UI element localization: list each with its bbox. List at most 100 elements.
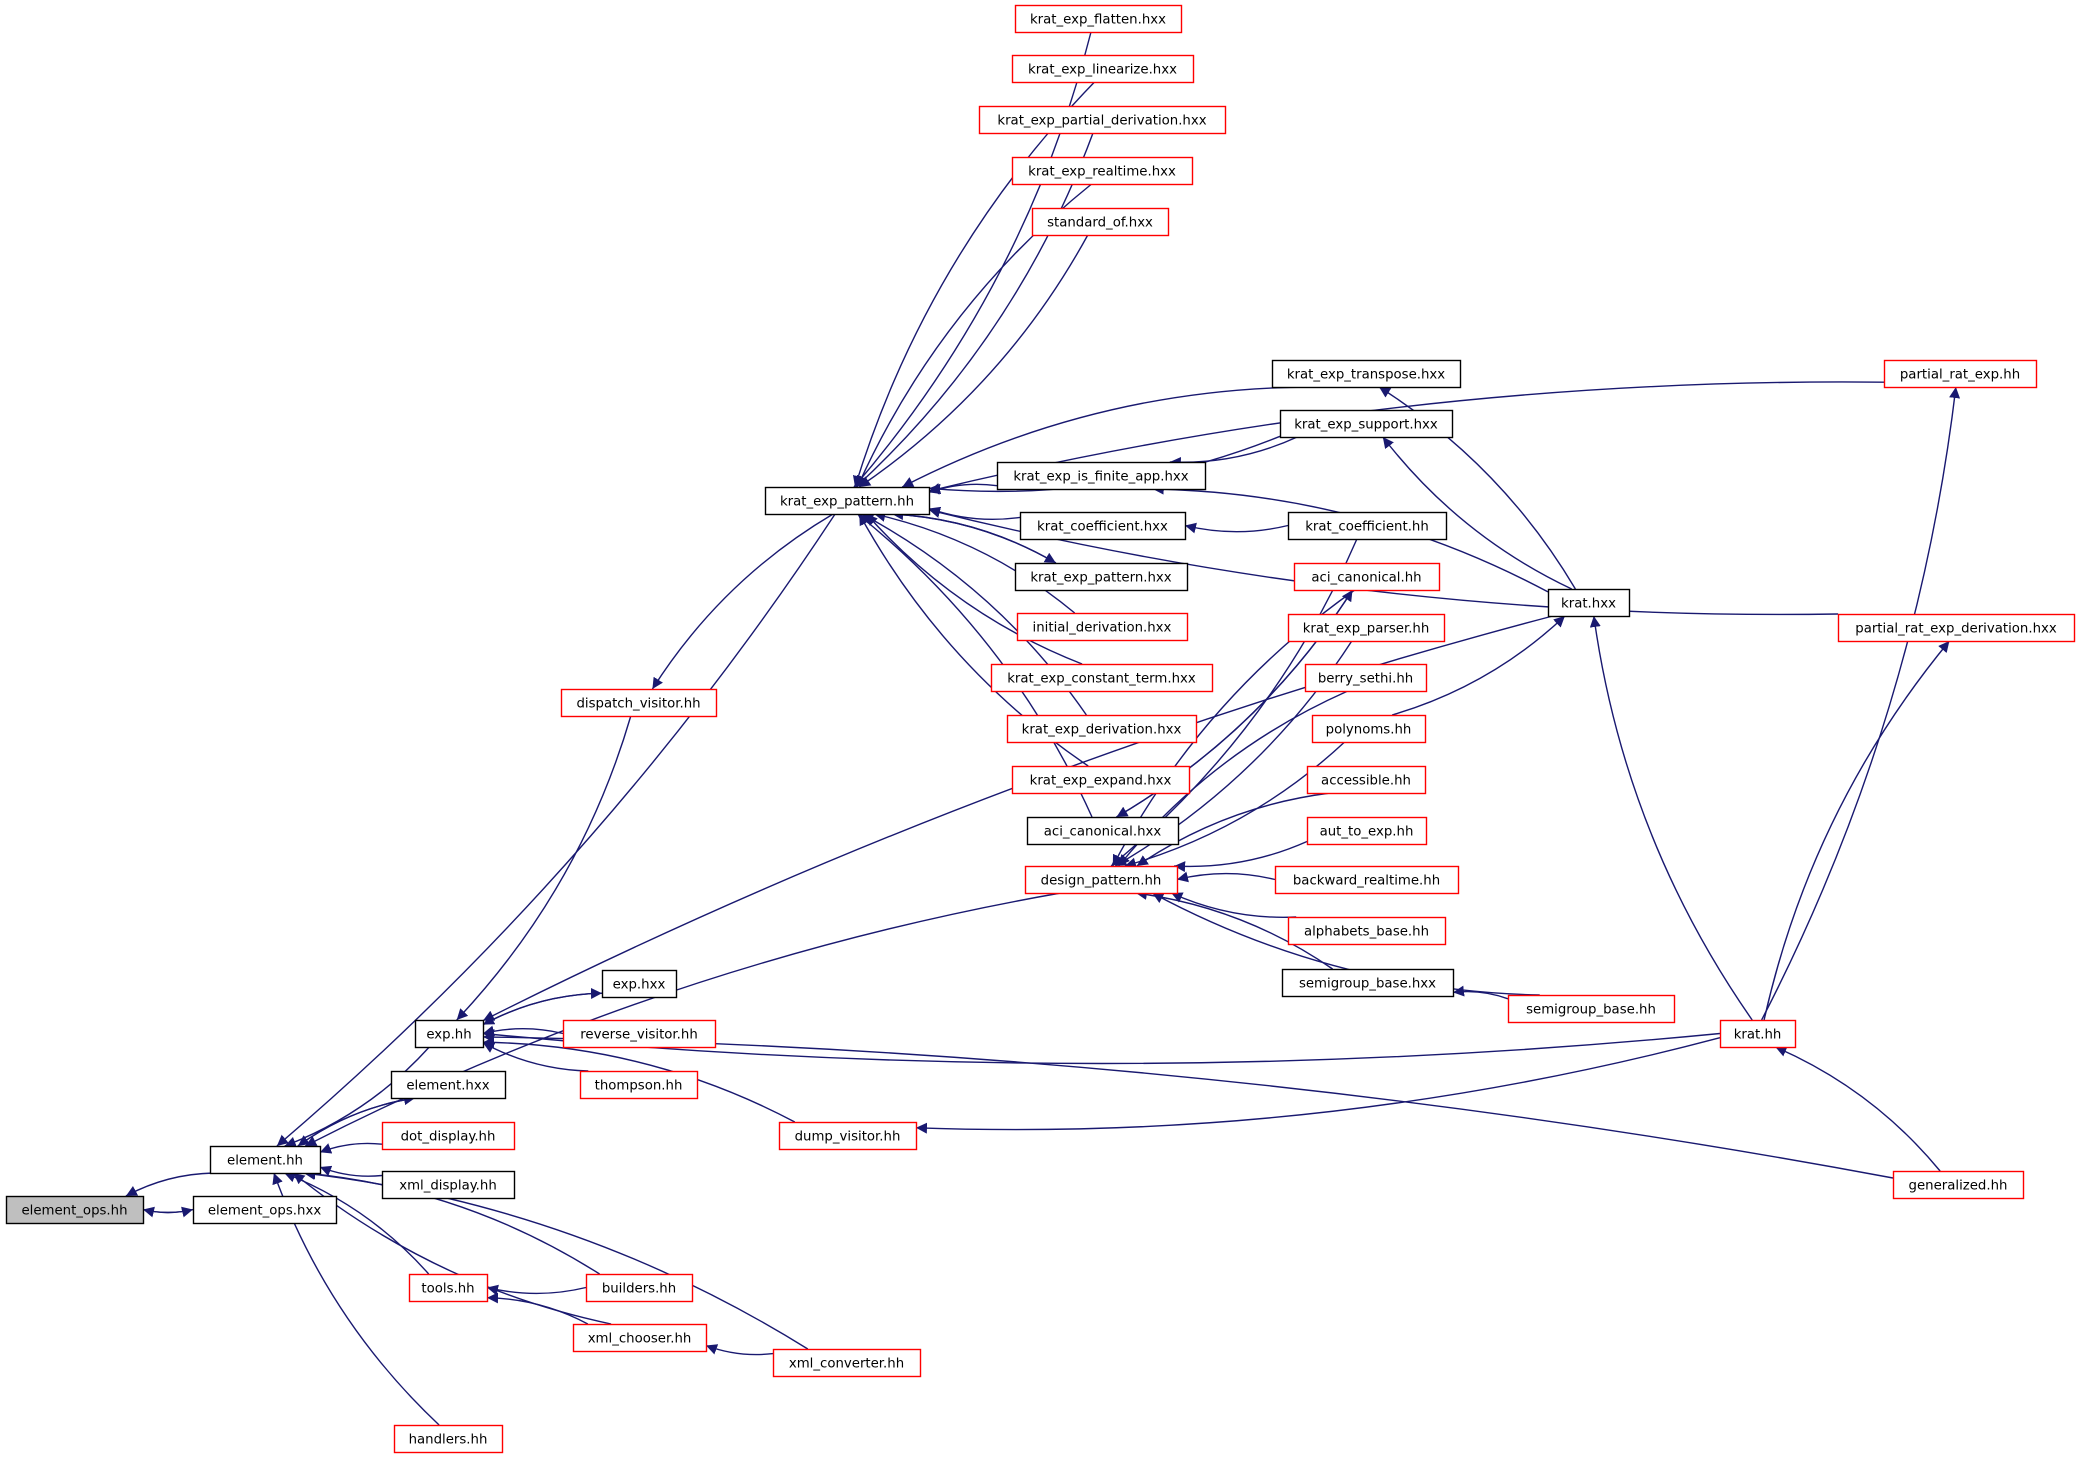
node-box xyxy=(414,1019,485,1049)
node-box xyxy=(381,1170,516,1200)
node-aut_to_exp_hh[interactable]: aut_to_exp.hh xyxy=(1306,816,1428,846)
node-krat_exp_realtime_hxx[interactable]: krat_exp_realtime.hxx xyxy=(1011,156,1194,186)
node-reverse_visitor_hh[interactable]: reverse_visitor.hh xyxy=(562,1019,717,1049)
node-label: design_pattern.hh xyxy=(1041,874,1162,889)
node-krat_exp_support_hxx[interactable]: krat_exp_support.hxx xyxy=(1279,409,1454,439)
node-label: krat_exp_parser.hh xyxy=(1303,622,1430,637)
node-box xyxy=(1014,4,1183,34)
node-box xyxy=(1281,968,1455,998)
node-box xyxy=(1011,765,1191,795)
node-label: berry_sethi.hh xyxy=(1318,672,1413,687)
edge-layer xyxy=(125,31,1961,1426)
node-krat_exp_pattern_hxx[interactable]: krat_exp_pattern.hxx xyxy=(1014,562,1189,592)
node-krat_coefficient_hh[interactable]: krat_coefficient.hh xyxy=(1287,511,1448,541)
node-partial_rat_exp_hh[interactable]: partial_rat_exp.hh xyxy=(1883,359,2038,389)
node-xml_converter_hh[interactable]: xml_converter.hh xyxy=(772,1348,922,1378)
node-dot_display_hh[interactable]: dot_display.hh xyxy=(381,1121,516,1151)
node-generalized_hh[interactable]: generalized.hh xyxy=(1892,1170,2025,1200)
node-box xyxy=(381,1121,516,1151)
node-label: partial_rat_exp_derivation.hxx xyxy=(1855,622,2057,637)
node-partial_rat_exp_derivation_hxx[interactable]: partial_rat_exp_derivation.hxx xyxy=(1837,613,2076,643)
node-box xyxy=(1837,613,2076,643)
node-exp_hh[interactable]: exp.hh xyxy=(414,1019,485,1049)
edge-dot_display_hh-to-element_hh xyxy=(319,1142,383,1154)
node-krat_exp_flatten_hxx[interactable]: krat_exp_flatten.hxx xyxy=(1014,4,1183,34)
node-label: accessible.hh xyxy=(1321,774,1411,789)
node-box xyxy=(1016,612,1189,642)
node-krat_exp_linearize_hxx[interactable]: krat_exp_linearize.hxx xyxy=(1011,54,1195,84)
node-xml_chooser_hh[interactable]: xml_chooser.hh xyxy=(572,1323,708,1353)
edge-krat_exp_support_hxx-to-krat_exp_is_finite_app_hxx xyxy=(1169,436,1298,468)
node-handlers_hh[interactable]: handlers.hh xyxy=(393,1424,504,1454)
node-box xyxy=(209,1145,322,1175)
node-krat_exp_pattern_hh[interactable]: krat_exp_pattern.hh xyxy=(764,486,931,516)
node-box xyxy=(772,1348,922,1378)
node-aci_canonical_hxx[interactable]: aci_canonical.hxx xyxy=(1026,816,1180,846)
node-element_ops_hxx[interactable]: element_ops.hxx xyxy=(192,1195,338,1225)
node-label: element_ops.hh xyxy=(21,1204,127,1219)
node-krat_exp_transpose_hxx[interactable]: krat_exp_transpose.hxx xyxy=(1271,359,1462,389)
node-dump_visitor_hh[interactable]: dump_visitor.hh xyxy=(778,1121,918,1151)
node-label: generalized.hh xyxy=(1909,1179,2008,1194)
node-krat_exp_constant_term_hxx[interactable]: krat_exp_constant_term.hxx xyxy=(990,663,1214,693)
node-box xyxy=(1311,714,1427,744)
node-label: krat_exp_pattern.hxx xyxy=(1030,571,1171,586)
node-builders_hh[interactable]: builders.hh xyxy=(585,1273,694,1303)
edge-xml_display_hh-to-element_hh xyxy=(319,1165,383,1177)
edge-krat_exp_pattern_hh-to-krat_exp_pattern_hxx xyxy=(892,513,1057,564)
node-label: krat_exp_transpose.hxx xyxy=(1287,368,1445,383)
node-element_hxx[interactable]: element.hxx xyxy=(390,1070,507,1100)
node-standard_of_hxx[interactable]: standard_of.hxx xyxy=(1031,207,1170,237)
node-krat_exp_derivation_hxx[interactable]: krat_exp_derivation.hxx xyxy=(1006,714,1198,744)
node-exp_hxx[interactable]: exp.hxx xyxy=(601,969,678,999)
node-label: xml_converter.hh xyxy=(789,1357,904,1372)
node-box xyxy=(560,688,718,718)
node-krat_exp_partial_derivation_hxx[interactable]: krat_exp_partial_derivation.hxx xyxy=(978,105,1227,135)
node-backward_realtime_hh[interactable]: backward_realtime.hh xyxy=(1274,865,1460,895)
node-box xyxy=(1883,359,2038,389)
node-box xyxy=(562,1019,717,1049)
edge-krat_exp_transpose_hxx-to-krat_exp_pattern_hh xyxy=(901,386,1311,488)
node-label: krat_exp_expand.hxx xyxy=(1030,774,1172,789)
edge-krat_exp_is_finite_app_hxx-to-krat_exp_pattern_hh xyxy=(928,483,998,494)
node-label: xml_chooser.hh xyxy=(588,1332,692,1347)
node-design_pattern_hh[interactable]: design_pattern.hh xyxy=(1024,865,1179,895)
node-thompson_hh[interactable]: thompson.hh xyxy=(579,1070,699,1100)
node-box xyxy=(1287,613,1446,643)
node-element_hh[interactable]: element.hh xyxy=(209,1145,322,1175)
node-tools_hh[interactable]: tools.hh xyxy=(408,1273,489,1303)
edge-dump_visitor_hh-to-exp_hh xyxy=(482,1036,796,1123)
node-box xyxy=(390,1070,507,1100)
node-krat_hh[interactable]: krat.hh xyxy=(1719,1019,1797,1049)
node-label: krat.hh xyxy=(1734,1028,1782,1043)
node-berry_sethi_hh[interactable]: berry_sethi.hh xyxy=(1304,663,1428,693)
node-box xyxy=(1293,562,1441,592)
node-label: krat_exp_partial_derivation.hxx xyxy=(997,114,1206,129)
node-box xyxy=(1006,714,1198,744)
node-krat_hxx[interactable]: krat.hxx xyxy=(1547,588,1631,618)
node-krat_coefficient_hxx[interactable]: krat_coefficient.hxx xyxy=(1019,511,1187,541)
node-label: initial_derivation.hxx xyxy=(1033,621,1172,636)
node-accessible_hh[interactable]: accessible.hh xyxy=(1306,765,1427,795)
node-layer: element_ops.hh element.hh element_ops.hxx e… xyxy=(5,4,2076,1454)
node-box xyxy=(1279,409,1454,439)
node-polynoms_hh[interactable]: polynoms.hh xyxy=(1311,714,1427,744)
node-box xyxy=(192,1195,338,1225)
node-box xyxy=(585,1273,694,1303)
node-krat_exp_is_finite_app_hxx[interactable]: krat_exp_is_finite_app.hxx xyxy=(996,461,1207,491)
node-semigroup_base_hh[interactable]: semigroup_base.hh xyxy=(1507,994,1676,1024)
edge-aut_to_exp_hh-to-design_pattern_hh xyxy=(1174,840,1308,873)
node-box xyxy=(1019,511,1187,541)
node-label: krat_exp_flatten.hxx xyxy=(1030,13,1166,28)
node-krat_exp_expand_hxx[interactable]: krat_exp_expand.hxx xyxy=(1011,765,1191,795)
node-dispatch_visitor_hh[interactable]: dispatch_visitor.hh xyxy=(560,688,718,718)
node-alphabets_base_hh[interactable]: alphabets_base.hh xyxy=(1287,916,1447,946)
node-label: xml_display.hh xyxy=(399,1179,497,1194)
node-semigroup_base_hxx[interactable]: semigroup_base.hxx xyxy=(1281,968,1455,998)
node-box xyxy=(579,1070,699,1100)
node-initial_derivation_hxx[interactable]: initial_derivation.hxx xyxy=(1016,612,1189,642)
node-krat_exp_parser_hh[interactable]: krat_exp_parser.hh xyxy=(1287,613,1446,643)
node-xml_display_hh[interactable]: xml_display.hh xyxy=(381,1170,516,1200)
node-box xyxy=(1507,994,1676,1024)
node-aci_canonical_hh[interactable]: aci_canonical.hh xyxy=(1293,562,1441,592)
